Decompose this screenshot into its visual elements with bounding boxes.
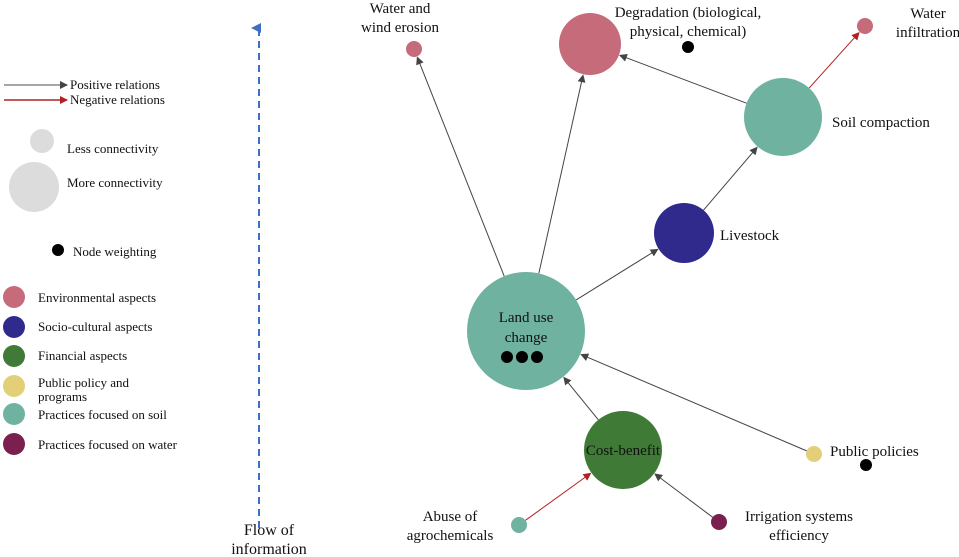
legend-more-connectivity-circle — [9, 162, 59, 212]
node-label-cost-benefit: Cost-benefit — [586, 443, 661, 459]
edge-land-use-change-to-livestock — [575, 248, 659, 301]
node-cost-benefit — [584, 411, 662, 489]
nodes — [406, 13, 873, 533]
node-label-public-policies: Public policies — [830, 444, 919, 460]
node-label-livestock: Livestock — [720, 228, 780, 244]
legend: Positive relations Negative relations Le… — [3, 77, 178, 455]
legend-soil-practices-label: Practices focused on soil — [38, 407, 167, 422]
edge-irrigation-efficiency-to-cost-benefit — [654, 473, 713, 518]
node-label-degradation: Degradation (biological,physical, chemic… — [615, 5, 762, 40]
edge-livestock-to-soil-compaction — [703, 146, 758, 211]
node-livestock — [654, 203, 714, 263]
legend-node-weighting-dot — [52, 244, 64, 256]
edge-abuse-agrochemicals-to-cost-benefit — [525, 472, 592, 521]
edges — [416, 31, 860, 521]
legend-soil-practices-swatch — [3, 403, 25, 425]
legend-financial-label: Financial aspects — [38, 348, 127, 363]
legend-negative-label: Negative relations — [70, 92, 165, 107]
edge-public-policies-to-land-use-change — [580, 353, 807, 452]
node-abuse-agrochemicals — [511, 517, 527, 533]
weight-dot — [682, 41, 694, 53]
node-irrigation-efficiency — [711, 514, 727, 530]
legend-node-weighting-label: Node weighting — [73, 244, 157, 259]
edge-soil-compaction-to-degradation — [618, 54, 747, 104]
node-label-soil-compaction: Soil compaction — [832, 115, 930, 131]
node-public-policies — [806, 446, 822, 462]
node-water-infiltration — [857, 18, 873, 34]
legend-public-policy-swatch — [3, 375, 25, 397]
legend-environmental-label: Environmental aspects — [38, 290, 156, 305]
legend-positive-label: Positive relations — [70, 77, 160, 92]
edge-land-use-change-to-degradation — [538, 74, 586, 274]
node-soil-compaction — [744, 78, 822, 156]
edge-land-use-change-to-water-wind-erosion — [416, 56, 505, 277]
node-degradation — [559, 13, 621, 75]
legend-less-connectivity-label: Less connectivity — [67, 141, 159, 156]
weight-dot — [501, 351, 513, 363]
legend-financial-swatch — [3, 345, 25, 367]
edge-soil-compaction-to-water-infiltration — [808, 31, 860, 89]
node-water-wind-erosion — [406, 41, 422, 57]
weight-dot — [516, 351, 528, 363]
weight-dot — [531, 351, 543, 363]
legend-less-connectivity-circle — [30, 129, 54, 153]
legend-environmental-swatch — [3, 286, 25, 308]
legend-water-practices-label: Practices focused on water — [38, 437, 178, 452]
legend-socio-cultural-label: Socio-cultural aspects — [38, 319, 152, 334]
weight-dot — [860, 459, 872, 471]
legend-socio-cultural-swatch — [3, 316, 25, 338]
legend-water-practices-swatch — [3, 433, 25, 455]
edge-cost-benefit-to-land-use-change — [563, 376, 599, 421]
node-land-use-change — [467, 272, 585, 390]
legend-more-connectivity-label: More connectivity — [67, 175, 163, 190]
